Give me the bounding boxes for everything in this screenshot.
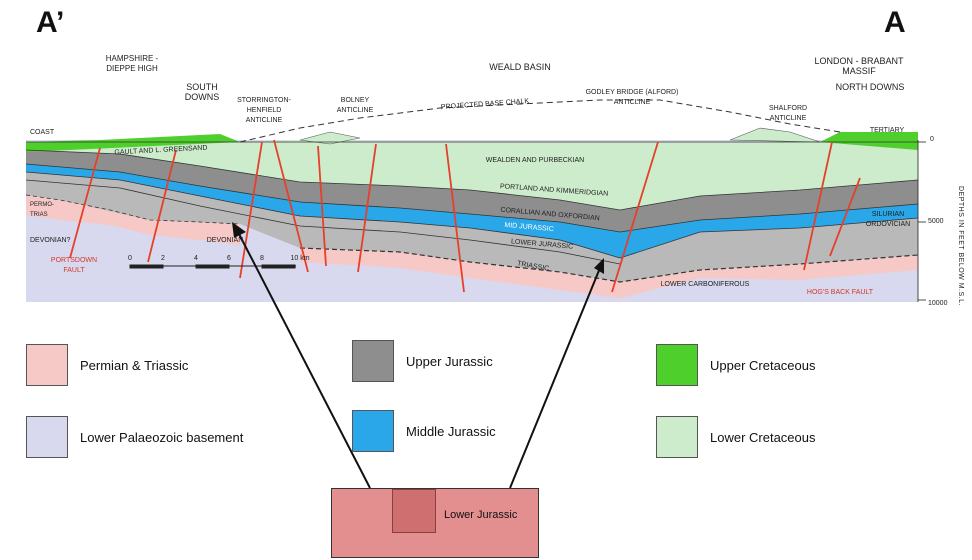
upper-jurassic-layer [26, 150, 918, 232]
lower-carboniferous-label: LOWER CARBONIFEROUS [660, 281, 750, 288]
section-end-label-left: A’ [36, 6, 65, 39]
faults [69, 139, 861, 293]
depth-tick-0: 0 [930, 136, 934, 143]
scale-tick-10km: 10 km [290, 255, 310, 262]
arrow-head-right [594, 258, 604, 274]
legend-item-permian-triassic: Permian & Triassic [26, 344, 188, 386]
scale-bar [129, 264, 296, 269]
weald-basin-label: WEALD BASIN [489, 62, 551, 72]
shalford-anticline-label: SHALFORD ANTICLINE [768, 105, 808, 122]
callout-label: Lower Jurassic [444, 509, 518, 521]
legend-label-lower-cretaceous: Lower Cretaceous [710, 429, 816, 445]
legend-swatch-upper-cretaceous [656, 344, 698, 386]
devonian-center-label: DEVONIAN [206, 237, 244, 244]
storrington-henfield-anticline-label: STORRINGTON-HENFIELD ANTICLINE [237, 97, 291, 124]
legend-item-lower-cretaceous: Lower Cretaceous [656, 416, 816, 458]
tertiary-label: TERTIARY [869, 127, 905, 134]
lower-jurassic-callout: Lower Jurassic [331, 488, 539, 558]
london-brabant-massif-label: LONDON - BRABANT MASSIF [814, 56, 904, 76]
legend-item-lower-palaeozoic: Lower Palaeozoic basement [26, 416, 243, 458]
depth-tick-10000: 10000 [928, 300, 948, 307]
lower-jurassic-layer [26, 172, 918, 282]
layer-boundaries [25, 141, 919, 283]
permian-triassic-right-layer [300, 248, 918, 298]
scale-tick-2: 2 [161, 255, 165, 262]
hampshire-dieppe-high-label: HAMPSHIRE - DIEPPE HIGH [105, 54, 159, 73]
callout-arrows [237, 231, 601, 489]
legend-swatch-upper-jurassic [352, 340, 394, 382]
section-end-label-right: A [884, 6, 906, 39]
devonian-left-label: DEVONIAN? [30, 237, 71, 244]
bolney-anticline-label: BOLNEY ANTICLINE [336, 97, 374, 114]
scale-tick-0: 0 [128, 255, 132, 262]
arrow-head-left [232, 222, 246, 238]
scale-tick-6: 6 [227, 255, 231, 262]
legend-item-upper-jurassic: Upper Jurassic [352, 340, 493, 382]
scale-tick-4: 4 [194, 255, 198, 262]
depth-axis-title: DEPTHS IN FEET BELOW M.S.L. [957, 186, 964, 306]
legend-label-permian-triassic: Permian & Triassic [80, 357, 189, 373]
north-downs-label: NORTH DOWNS [835, 82, 905, 92]
bolney-outcrop [299, 131, 361, 145]
projected-base-chalk-line [239, 99, 841, 143]
legend-label-lower-palaeozoic: Lower Palaeozoic basement [80, 429, 244, 445]
wealden-purbeckian-label: WEALDEN AND PURBECKIAN [485, 157, 585, 164]
depth-tick-5000: 5000 [928, 218, 944, 225]
legend-label-middle-jurassic: Middle Jurassic [406, 423, 496, 439]
coast-label: COAST [30, 129, 55, 136]
lower-cretaceous-layer [26, 140, 918, 210]
legend-label-upper-cretaceous: Upper Cretaceous [710, 357, 816, 373]
legend-swatch-middle-jurassic [352, 410, 394, 452]
portsdown-fault-label: PORTSDOWN FAULT [50, 257, 98, 274]
permian-triassic-left-layer [26, 195, 240, 245]
hogs-back-fault-label: HOG'S BACK FAULT [806, 289, 874, 296]
legend-swatch-permian-triassic [26, 344, 68, 386]
shalford-outcrop [729, 127, 821, 143]
godley-bridge-anticline-label: GODLEY BRIDGE (ALFORD) ANTICLINE [585, 89, 679, 106]
legend-label-upper-jurassic: Upper Jurassic [406, 353, 493, 369]
upper-cretaceous-left [26, 134, 240, 152]
south-downs-label: SOUTH DOWNS [184, 82, 220, 102]
callout-swatch [392, 489, 436, 533]
middle-jurassic-layer [26, 164, 918, 258]
silurian-ordovician-label: SILURIAN ORDOVICIAN [865, 211, 911, 228]
depth-axis-ticks [917, 140, 926, 302]
legend-item-middle-jurassic: Middle Jurassic [352, 410, 496, 452]
legend-swatch-lower-palaeozoic [26, 416, 68, 458]
scale-tick-8: 8 [260, 255, 264, 262]
legend-item-upper-cretaceous: Upper Cretaceous [656, 344, 816, 386]
permo-trias-label: PERMO-TRIAS [30, 202, 54, 218]
upper-cretaceous-right [820, 132, 918, 150]
legend-swatch-lower-cretaceous [656, 416, 698, 458]
